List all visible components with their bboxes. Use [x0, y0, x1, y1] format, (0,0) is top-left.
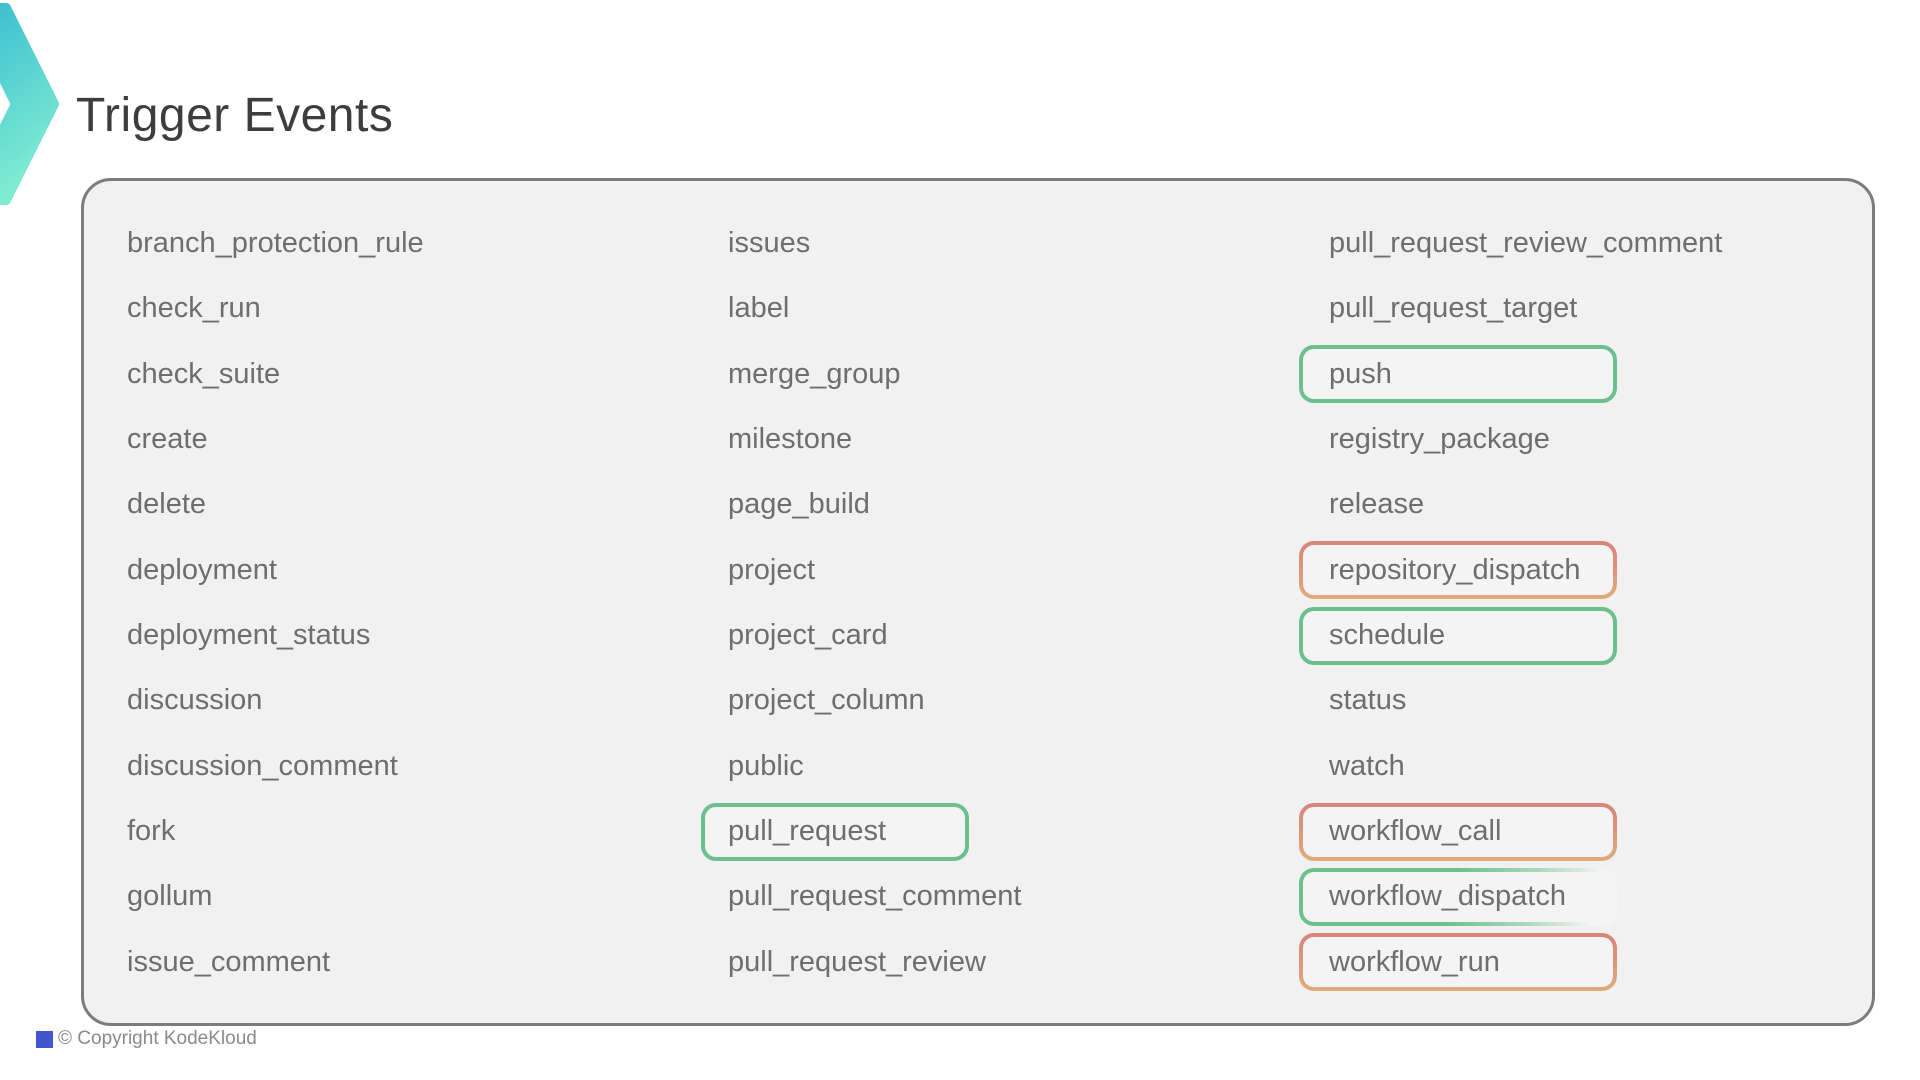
- event-item-deployment: deployment: [127, 553, 277, 586]
- page-title: Trigger Events: [76, 89, 394, 142]
- event-item-merge_group: merge_group: [728, 357, 901, 390]
- event-item-label: label: [728, 292, 790, 325]
- event-item-pull_request_comment: pull_request_comment: [728, 880, 1022, 913]
- event-item-page_build: page_build: [728, 488, 870, 521]
- event-item-project_card: project_card: [728, 619, 888, 652]
- highlight-box-workflow_dispatch: workflow_dispatch: [1299, 867, 1617, 926]
- event-item-check_run: check_run: [127, 292, 261, 325]
- event-item-workflow_dispatch: workflow_dispatch: [1329, 880, 1566, 913]
- event-item-delete: delete: [127, 488, 207, 521]
- event-item-workflow_run: workflow_run: [1329, 945, 1500, 978]
- highlight-box-schedule: schedule: [1299, 606, 1617, 665]
- event-item-registry_package: registry_package: [1329, 423, 1550, 456]
- highlight-box-workflow_run: workflow_run: [1299, 933, 1617, 992]
- highlight-box-pull_request: pull_request: [701, 802, 969, 861]
- event-item-pull_request_review_comment: pull_request_review_comment: [1329, 227, 1723, 260]
- event-cell: registry_package: [1329, 407, 1852, 472]
- highlight-box-push: push: [1299, 345, 1617, 404]
- event-item-project_column: project_column: [728, 684, 925, 717]
- event-cell: workflow_run: [1299, 930, 1852, 995]
- event-cell: pull_request_review: [728, 930, 1329, 995]
- event-cell: check_suite: [127, 342, 728, 407]
- trigger-events-panel: branch_protection_rule check_run check_sui…: [81, 178, 1875, 1026]
- event-item-issue_comment: issue_comment: [127, 945, 331, 978]
- event-cell: workflow_dispatch: [1299, 864, 1852, 929]
- event-item-gollum: gollum: [127, 880, 213, 913]
- event-item-deployment_status: deployment_status: [127, 619, 371, 652]
- event-cell: discussion_comment: [127, 734, 728, 799]
- event-cell: merge_group: [728, 342, 1329, 407]
- event-cell: branch_protection_rule: [127, 211, 728, 276]
- event-cell: release: [1329, 472, 1852, 537]
- event-cell: push: [1299, 342, 1852, 407]
- event-item-issues: issues: [728, 227, 811, 260]
- kodekloud-chevron-logo: [0, 3, 59, 205]
- event-cell: pull_request_comment: [728, 864, 1329, 929]
- event-cell: repository_dispatch: [1299, 538, 1852, 603]
- event-item-branch_protection_rule: branch_protection_rule: [127, 227, 424, 260]
- event-cell: project_card: [728, 603, 1329, 668]
- event-cell: check_run: [127, 276, 728, 341]
- event-cell: project_column: [728, 668, 1329, 733]
- event-cell: public: [728, 734, 1329, 799]
- event-item-discussion: discussion: [127, 684, 263, 717]
- event-item-discussion_comment: discussion_comment: [127, 749, 398, 782]
- event-item-status: status: [1329, 684, 1407, 717]
- event-cell: deployment: [127, 538, 728, 603]
- event-item-push: push: [1329, 357, 1392, 390]
- event-cell: pull_request_review_comment: [1329, 211, 1852, 276]
- event-cell: milestone: [728, 407, 1329, 472]
- highlight-box-repository_dispatch: repository_dispatch: [1299, 541, 1617, 600]
- event-item-milestone: milestone: [728, 423, 853, 456]
- event-item-repository_dispatch: repository_dispatch: [1329, 553, 1581, 586]
- event-cell: page_build: [728, 472, 1329, 537]
- event-item-watch: watch: [1329, 749, 1405, 782]
- event-cell: pull_request_target: [1329, 276, 1852, 341]
- event-cell: issue_comment: [127, 930, 728, 995]
- event-cell: workflow_call: [1299, 799, 1852, 864]
- event-item-public: public: [728, 749, 804, 782]
- event-cell: label: [728, 276, 1329, 341]
- event-item-schedule: schedule: [1329, 619, 1446, 652]
- event-item-pull_request_target: pull_request_target: [1329, 292, 1578, 325]
- event-item-check_suite: check_suite: [127, 357, 281, 390]
- event-cell: discussion: [127, 668, 728, 733]
- copyright-text: © Copyright KodeKloud: [58, 1028, 257, 1049]
- event-item-pull_request: pull_request: [728, 815, 886, 848]
- event-item-project: project: [728, 553, 816, 586]
- event-cell: status: [1329, 668, 1852, 733]
- event-item-fork: fork: [127, 815, 176, 848]
- event-item-release: release: [1329, 488, 1425, 521]
- event-cell: create: [127, 407, 728, 472]
- event-item-create: create: [127, 423, 208, 456]
- event-cell: project: [728, 538, 1329, 603]
- event-cell: schedule: [1299, 603, 1852, 668]
- event-item-workflow_call: workflow_call: [1329, 815, 1502, 848]
- event-cell: gollum: [127, 864, 728, 929]
- event-cell: issues: [728, 211, 1329, 276]
- footer: © Copyright KodeKloud: [36, 1028, 257, 1050]
- event-cell: delete: [127, 472, 728, 537]
- event-cell: watch: [1329, 734, 1852, 799]
- event-cell: pull_request: [701, 799, 1329, 864]
- event-item-pull_request_review: pull_request_review: [728, 945, 986, 978]
- footer-accent-square: [36, 1030, 53, 1048]
- event-cell: deployment_status: [127, 603, 728, 668]
- event-cell: fork: [127, 799, 728, 864]
- events-grid: branch_protection_rule check_run check_sui…: [84, 181, 1872, 1023]
- highlight-box-workflow_call: workflow_call: [1299, 802, 1617, 861]
